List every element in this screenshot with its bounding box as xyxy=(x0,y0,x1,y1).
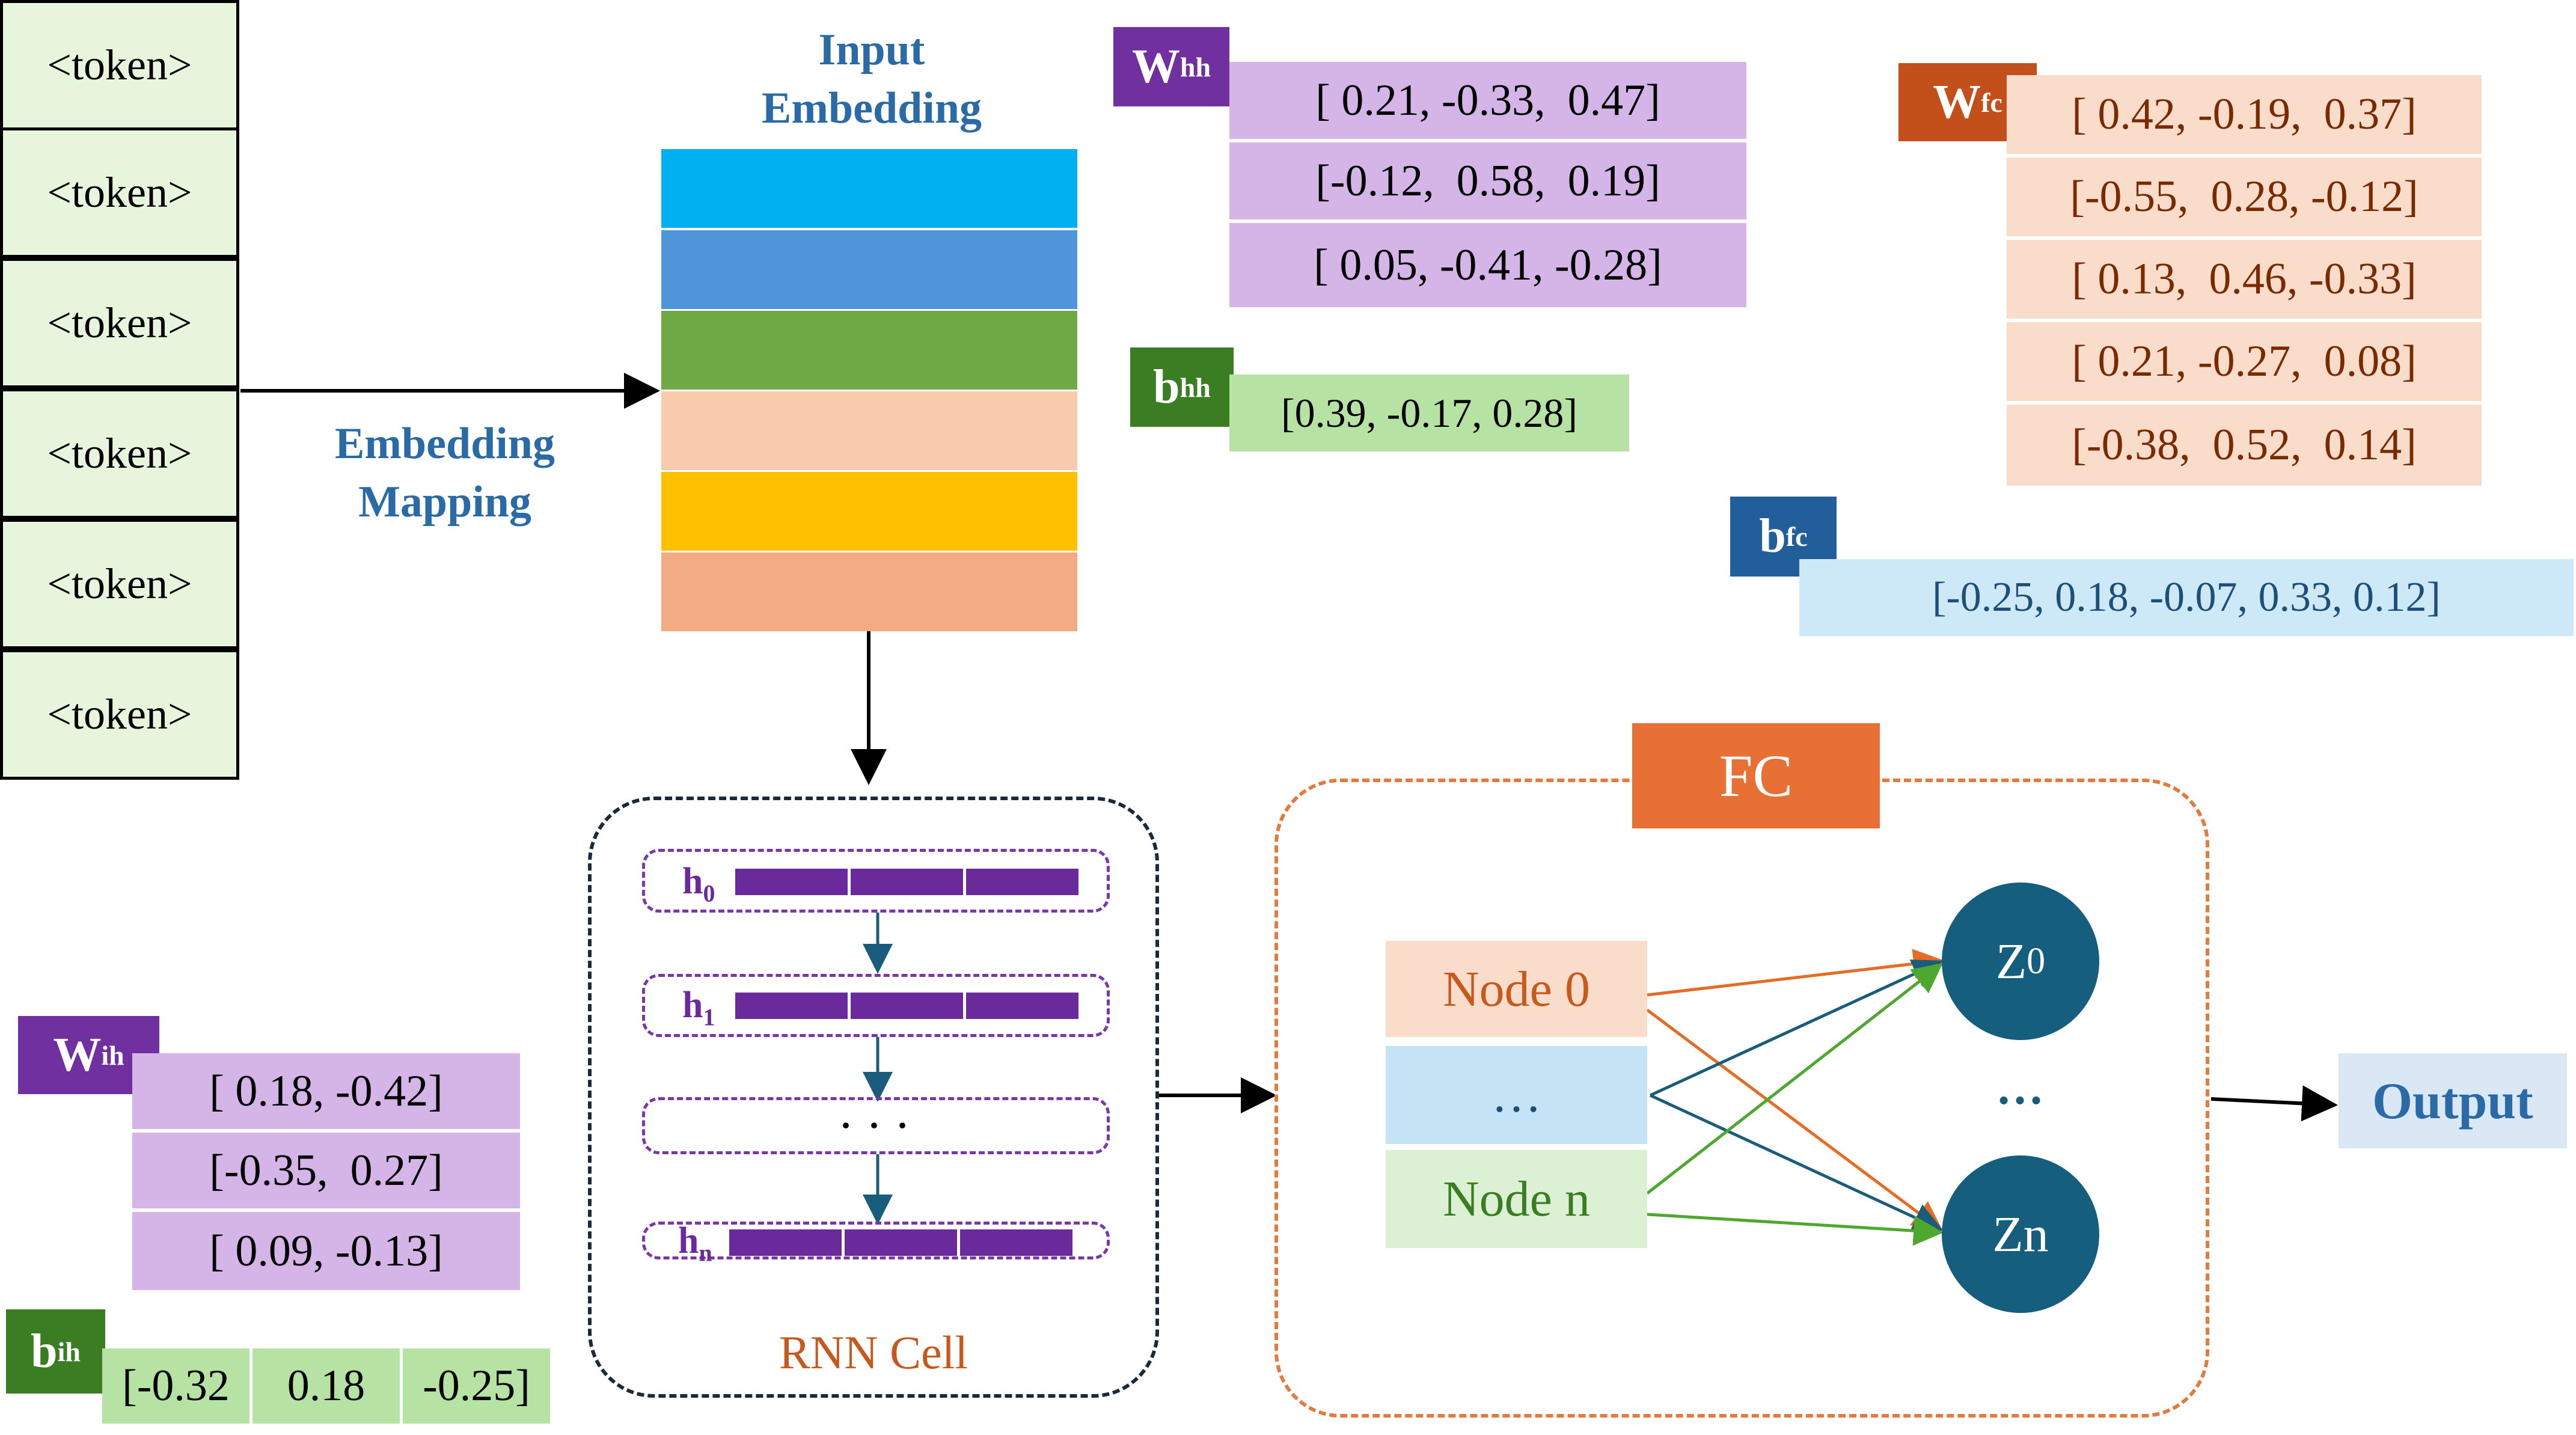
rnn-cell-caption: RNN Cell xyxy=(779,1326,968,1378)
w-hh-row: [ 0.05, -0.41, -0.28] xyxy=(1229,223,1746,307)
hidden-state-h1: h1 xyxy=(642,974,1110,1037)
embedding-layer xyxy=(661,230,1077,309)
w-fc-row: [-0.55, 0.28, -0.12] xyxy=(2007,158,2482,239)
h1-label-main: h xyxy=(682,985,703,1026)
h0-vector-segment xyxy=(851,869,966,895)
embedding-layer xyxy=(661,311,1077,390)
embedding-layer xyxy=(661,149,1077,228)
outputs-ellipsis: … xyxy=(1996,1061,2044,1115)
token-cell: <token> xyxy=(0,388,239,519)
embedding-layer xyxy=(661,391,1077,470)
h0-vector-segment xyxy=(966,869,1078,895)
output-zn: Zn xyxy=(1942,1155,2099,1313)
w-hh-label-main: W xyxy=(1131,40,1180,93)
rnn-cell-box xyxy=(588,797,1159,1398)
w-fc-row: [ 0.42, -0.19, 0.37] xyxy=(2007,75,2482,156)
h0-label: h0 xyxy=(682,860,715,907)
token-cell: <token> xyxy=(0,258,239,388)
w-fc-row: [-0.38, 0.52, 0.14] xyxy=(2007,405,2482,486)
embedding-layer xyxy=(661,472,1077,551)
edge-node0-zn xyxy=(1646,1008,1944,1231)
w-ih-row: [-0.35, 0.27] xyxy=(132,1133,520,1211)
b-ih-cell: 0.18 xyxy=(252,1348,403,1424)
hn-vector-segment xyxy=(845,1229,960,1256)
w-fc-row: [ 0.13, 0.46, -0.33] xyxy=(2007,240,2482,321)
b-ih-cell: -0.25] xyxy=(403,1348,550,1424)
fc-node-0: Node 0 xyxy=(1386,941,1647,1037)
hn-label: hn xyxy=(678,1220,712,1267)
token-cell: <token> xyxy=(0,519,239,649)
w-ih-row: [ 0.09, -0.13] xyxy=(132,1212,520,1290)
h0-vector-segment xyxy=(735,869,851,895)
w-hh-row: [ 0.21, -0.33, 0.47] xyxy=(1229,62,1746,141)
embedding-mapping-line1: Embedding xyxy=(334,419,555,468)
ellipsis-label: · · · xyxy=(839,1106,913,1145)
fc-node-n: Node n xyxy=(1386,1150,1647,1248)
zn-label-main: Zn xyxy=(1992,1206,2049,1262)
embedding-layer xyxy=(661,552,1077,631)
token-cell: <token> xyxy=(0,127,239,258)
b-fc-label-sub: fc xyxy=(1785,521,1808,552)
z0-label-main: Z xyxy=(1995,933,2027,990)
b-ih-label-main: b xyxy=(31,1324,58,1378)
w-fc-row: [ 0.21, -0.27, 0.08] xyxy=(2007,322,2482,403)
h0-label-main: h xyxy=(682,861,703,902)
hidden-state-ellipsis: · · · xyxy=(642,1097,1110,1154)
input-embedding-title-line2: Embedding xyxy=(761,84,982,133)
b-hh-row: [0.39, -0.17, 0.28] xyxy=(1229,375,1629,451)
embedding-mapping-line2: Mapping xyxy=(358,477,531,527)
arrow-fc-to-output xyxy=(2210,1085,2338,1122)
w-ih-label-sub: ih xyxy=(101,1039,124,1071)
b-hh-label-sub: hh xyxy=(1179,372,1211,403)
h1-vector-segment xyxy=(966,993,1078,1019)
w-hh-row: [-0.12, 0.58, 0.19] xyxy=(1229,142,1746,222)
h1-label: h1 xyxy=(682,984,715,1031)
h1-vector-segment xyxy=(851,993,966,1019)
b-fc-row: [-0.25, 0.18, -0.07, 0.33, 0.12] xyxy=(1799,559,2574,636)
hn-vector-segment xyxy=(960,1229,1072,1256)
edge-ellipsis-z0 xyxy=(1649,959,1944,1097)
fc-node-ellipsis: … xyxy=(1386,1046,1647,1144)
hn-vector xyxy=(729,1229,1072,1256)
w-hh-label-sub: hh xyxy=(1179,51,1211,82)
token-cell: <token> xyxy=(0,649,239,780)
b-ih-cell: [-0.32 xyxy=(102,1348,252,1424)
input-embedding-title-line1: Input xyxy=(818,25,925,75)
input-embedding-title: Input Embedding xyxy=(601,21,1142,138)
hn-label-sub: n xyxy=(699,1239,712,1267)
h1-vector-segment xyxy=(735,993,851,1019)
h0-label-sub: 0 xyxy=(703,880,715,907)
w-fc-label-main: W xyxy=(1933,75,1981,129)
w-fc-label-sub: fc xyxy=(1981,87,2002,118)
embedding-mapping-label: Embedding Mapping xyxy=(277,415,613,531)
h1-label-sub: 1 xyxy=(703,1003,715,1031)
hidden-state-h0: h0 xyxy=(642,849,1110,913)
token-cell: <token> xyxy=(0,0,239,130)
fc-title-badge: FC xyxy=(1632,723,1880,828)
b-ih-label-sub: ih xyxy=(57,1336,81,1367)
edge-node0-z0 xyxy=(1647,949,1944,997)
edge-noden-z0 xyxy=(1646,962,1943,1195)
b-hh-label-main: b xyxy=(1153,360,1180,414)
h0-vector xyxy=(735,869,1078,895)
hn-vector-segment xyxy=(729,1229,845,1256)
edge-noden-zn xyxy=(1647,1213,1944,1246)
w-ih-label-main: W xyxy=(53,1028,102,1082)
w-ih-row: [ 0.18, -0.42] xyxy=(132,1053,520,1131)
hidden-state-hn: hn xyxy=(642,1220,1110,1266)
edge-ellipsis-zn xyxy=(1649,1094,1944,1232)
h1-vector xyxy=(735,993,1078,1019)
b-fc-label-main: b xyxy=(1759,510,1786,563)
z0-label-sub: 0 xyxy=(2027,940,2046,982)
hn-label-main: h xyxy=(678,1220,699,1261)
output-label: Output xyxy=(2339,1053,2567,1148)
